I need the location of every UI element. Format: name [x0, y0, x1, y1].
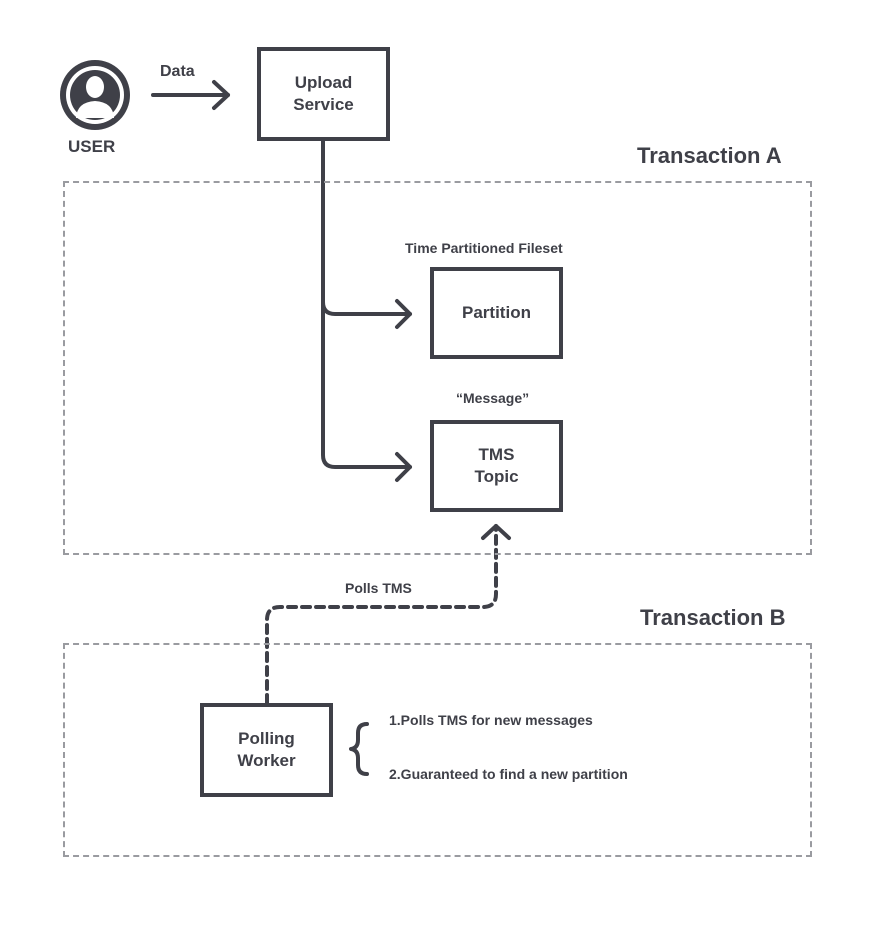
polls-tms-label: Polls TMS [345, 580, 412, 596]
upload-service-box: Upload Service [257, 47, 390, 141]
data-arrow [151, 80, 230, 110]
transaction-a-title: Transaction A [637, 143, 782, 168]
data-flow-label: Data [160, 63, 195, 80]
transaction-b-title: Transaction B [640, 605, 786, 630]
transaction-a-region [63, 181, 812, 555]
user-avatar-icon [60, 60, 130, 130]
transaction-b-region [63, 643, 812, 857]
upload-service-label: Upload Service [293, 73, 354, 114]
polling-worker-box: Polling Worker [200, 703, 333, 797]
notes-brace [349, 722, 369, 776]
fileset-caption: Time Partitioned Fileset [405, 240, 563, 256]
tms-topic-box: TMS Topic [430, 420, 563, 512]
user-label: USER [68, 137, 116, 156]
partition-label: Partition [462, 303, 531, 322]
polling-worker-label: Polling Worker [237, 729, 296, 770]
partition-box: Partition [430, 267, 563, 359]
note-item: 2.Guaranteed to find a new partition [389, 766, 628, 782]
polls-tms-arrow [265, 524, 511, 705]
tms-topic-label: TMS Topic [474, 445, 519, 486]
note-item: 1.Polls TMS for new messages [389, 712, 593, 728]
upload-to-tms-topic-arrow [321, 300, 412, 482]
message-caption: “Message” [456, 390, 530, 406]
